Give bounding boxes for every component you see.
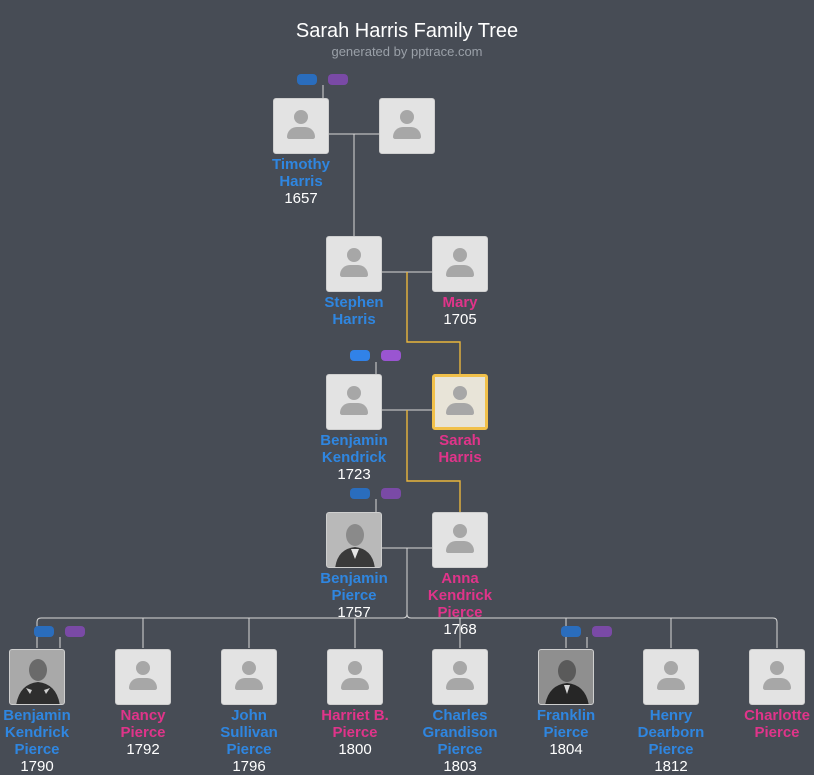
birth-year: 1800 — [338, 741, 372, 758]
female-line-badge[interactable] — [328, 74, 348, 85]
page-subtitle: generated by pptrace.com — [331, 44, 483, 59]
birth-year: 1803 — [443, 758, 477, 775]
person-placeholder-icon — [115, 649, 171, 705]
birth-year: 1812 — [654, 758, 688, 775]
birth-year: 1723 — [337, 466, 371, 483]
male-line-badge[interactable] — [350, 488, 370, 499]
female-line-badge[interactable] — [592, 626, 612, 637]
male-line-badge[interactable] — [34, 626, 54, 637]
highlight-path — [406, 272, 461, 374]
child-node[interactable]: Harriet B.Pierce 1800 — [295, 649, 415, 758]
person-placeholder-icon — [327, 649, 383, 705]
person-node-mary[interactable]: Mary 1705 — [400, 236, 520, 328]
birth-year: 1790 — [20, 758, 54, 775]
birth-year: 1757 — [337, 604, 371, 621]
person-placeholder-icon — [432, 374, 488, 430]
person-placeholder-icon — [326, 236, 382, 292]
birth-year: 1705 — [443, 311, 477, 328]
person-placeholder-icon — [221, 649, 277, 705]
person-name: Harriet B.Pierce — [321, 707, 389, 741]
person-placeholder-icon — [432, 649, 488, 705]
person-node-timothy-spouse[interactable] — [347, 98, 467, 154]
person-placeholder-icon — [749, 649, 805, 705]
person-placeholder-icon — [643, 649, 699, 705]
portrait-photo — [326, 512, 382, 568]
birth-year: 1657 — [284, 190, 318, 207]
female-line-badge[interactable] — [381, 350, 401, 361]
highlight-path — [406, 410, 461, 512]
birth-year: 1804 — [549, 741, 583, 758]
birth-year: 1796 — [232, 758, 266, 775]
person-placeholder-icon — [273, 98, 329, 154]
portrait-photo — [9, 649, 65, 705]
portrait-photo — [538, 649, 594, 705]
birth-year: 1768 — [443, 621, 477, 638]
birth-year: 1792 — [126, 741, 160, 758]
page-title: Sarah Harris Family Tree — [295, 20, 519, 42]
person-placeholder-icon — [432, 236, 488, 292]
female-line-badge[interactable] — [381, 488, 401, 499]
person-placeholder-icon — [432, 512, 488, 568]
female-line-badge[interactable] — [65, 626, 85, 637]
male-line-badge[interactable] — [561, 626, 581, 637]
children-bracket — [36, 613, 778, 648]
male-line-badge[interactable] — [350, 350, 370, 361]
person-placeholder-icon — [326, 374, 382, 430]
person-placeholder-icon — [379, 98, 435, 154]
male-line-badge[interactable] — [297, 74, 317, 85]
person-name: Mary — [442, 294, 478, 311]
